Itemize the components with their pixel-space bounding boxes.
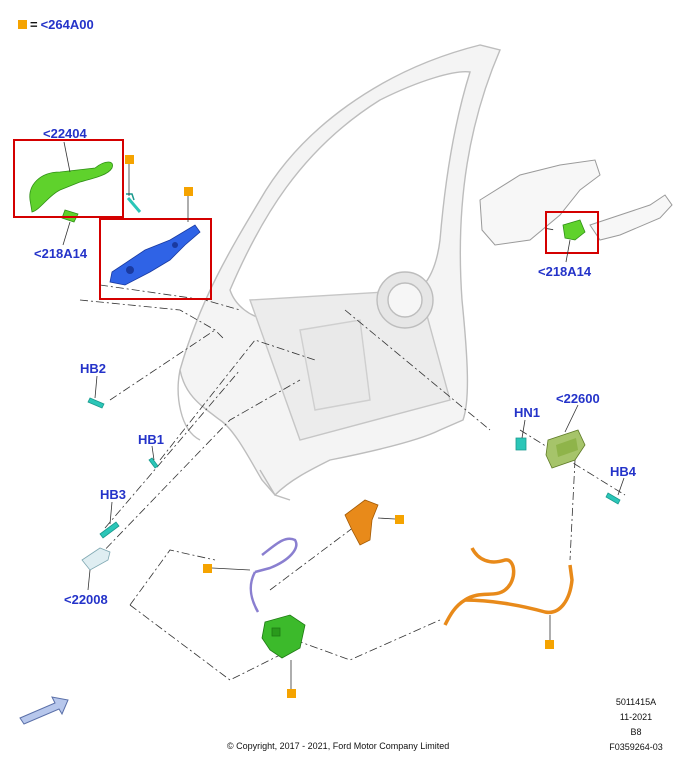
callout-cap-right[interactable]: <218A14 xyxy=(538,264,592,279)
release-cable[interactable] xyxy=(249,537,298,613)
legend-equals: = xyxy=(30,17,38,32)
highlight-box-outer-handle xyxy=(13,139,124,218)
view-direction-arrow-icon[interactable] xyxy=(19,696,69,725)
figure-id: F0359264-03 xyxy=(609,742,663,752)
cap-right[interactable] xyxy=(562,219,586,241)
inner-release-assembly[interactable] xyxy=(479,159,673,246)
cable-harness[interactable] xyxy=(443,547,574,626)
trim-clip[interactable] xyxy=(81,547,111,571)
callout-hb3[interactable]: HB3 xyxy=(100,487,127,502)
marker-square-icon xyxy=(18,20,27,29)
marker-leaders xyxy=(62,141,625,689)
issue-date: 11-2021 xyxy=(619,712,653,722)
highlight-box-cap-right xyxy=(545,211,599,254)
screw-icon xyxy=(126,193,142,213)
callout-hn1[interactable]: HN1 xyxy=(514,405,541,420)
outer-door-handle[interactable] xyxy=(29,161,113,223)
variant-code: B8 xyxy=(630,727,642,737)
callout-hb1[interactable]: HB1 xyxy=(138,432,165,447)
door-latch[interactable] xyxy=(261,614,306,659)
callout-outer-handle[interactable]: <22404 xyxy=(43,126,87,141)
legend-code[interactable]: <264A00 xyxy=(40,17,94,32)
legend: = <264A00 xyxy=(18,17,94,32)
door-panel xyxy=(177,44,501,501)
callout-trim-clip[interactable]: <22008 xyxy=(64,592,108,607)
highlight-box-carrier xyxy=(99,218,212,300)
callout-hb2[interactable]: HB2 xyxy=(80,361,107,376)
marker-squares xyxy=(125,155,554,698)
inner-door-handle[interactable] xyxy=(545,429,586,469)
handle-carrier[interactable] xyxy=(109,224,201,286)
callout-inner-handle[interactable]: <22600 xyxy=(556,391,600,406)
leader-lines xyxy=(79,219,626,681)
copyright-text: © Copyright, 2017 - 2021, Ford Motor Com… xyxy=(227,741,450,751)
callout-hb4[interactable]: HB4 xyxy=(610,464,637,479)
bolt-icon xyxy=(87,397,621,539)
callout-cap-left[interactable]: <218A14 xyxy=(34,246,88,261)
lock-bracket[interactable] xyxy=(344,499,379,546)
reference-number: 5011415A xyxy=(615,697,657,707)
